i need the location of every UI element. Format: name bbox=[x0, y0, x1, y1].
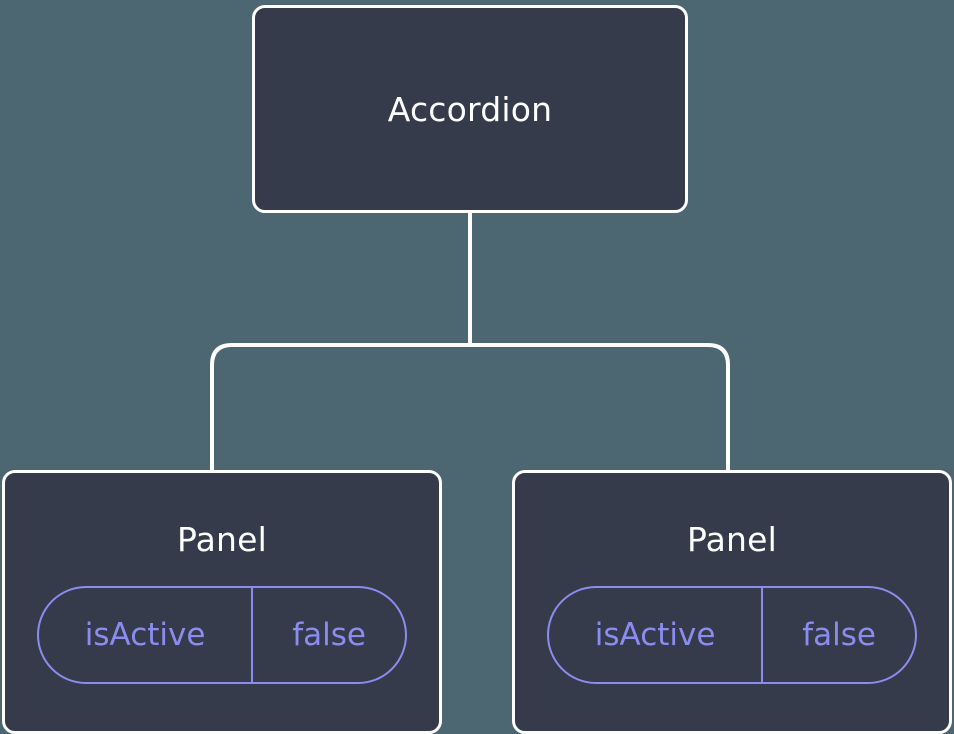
node-panel-1[interactable]: Panel isActive false bbox=[2, 470, 442, 734]
state-badge-panel-1[interactable]: isActive false bbox=[37, 586, 407, 684]
node-panel-2[interactable]: Panel isActive false bbox=[512, 470, 952, 734]
edge-root-to-panel-2 bbox=[470, 343, 730, 472]
state-key-panel-1: isActive bbox=[39, 588, 254, 682]
node-panel-1-label: Panel bbox=[176, 520, 268, 559]
node-accordion-label: Accordion bbox=[387, 89, 553, 129]
state-value-panel-1: false bbox=[292, 616, 366, 653]
state-value-panel-2: false bbox=[802, 616, 876, 653]
node-accordion[interactable]: Accordion bbox=[252, 5, 688, 213]
node-panel-2-label: Panel bbox=[686, 520, 778, 559]
state-badge-panel-2[interactable]: isActive false bbox=[547, 586, 917, 684]
edge-root-to-panel-1 bbox=[210, 343, 470, 472]
state-key-panel-2: isActive bbox=[549, 588, 764, 682]
